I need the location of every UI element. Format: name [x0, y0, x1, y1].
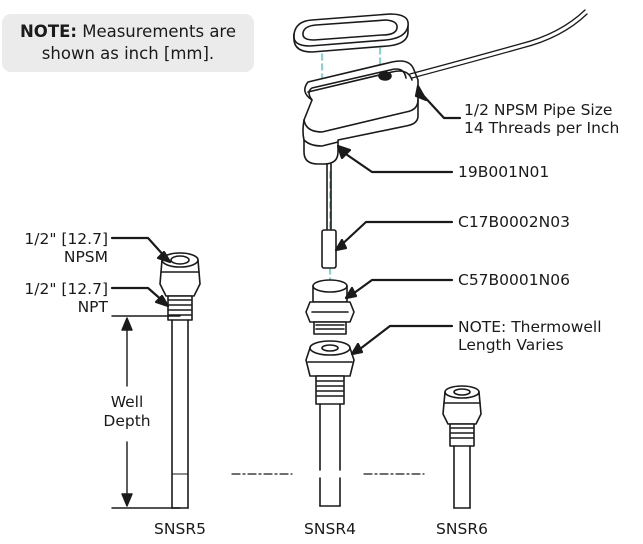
thermowell-snsr6 [442, 385, 482, 509]
callout-thermowell-line-2: Length Varies [458, 336, 564, 354]
part-label-snsr5: SNSR5 [154, 520, 206, 538]
thermowell-snsr5 [159, 252, 201, 509]
note-line-2: shown as inch [mm]. [41, 44, 215, 63]
callout-pipe-size-line-2: 14 Threads per Inch [464, 119, 620, 137]
measurement-note: NOTE: Measurements are shown as inch [mm… [2, 14, 254, 72]
npsm-dimension: 1/2" [12.7] NPSM [8, 230, 108, 266]
callout-housing: 19B001N01 [458, 163, 550, 181]
callout-pipe-size-line-1: 1/2 NPSM Pipe Size [464, 101, 613, 119]
well-depth-line-2: Depth [103, 412, 151, 430]
leader-lines [110, 84, 462, 356]
sensor-housing [302, 9, 588, 165]
callout-pipe-size: 1/2 NPSM Pipe Size 14 Threads per Inch [464, 101, 619, 137]
well-depth-dimension [111, 315, 181, 509]
callout-thermowell-note: NOTE: Thermowell Length Varies [458, 318, 602, 354]
part-label-snsr4: SNSR4 [304, 520, 356, 538]
note-prefix: NOTE: [19, 22, 77, 41]
well-depth-label: Well Depth [97, 393, 157, 431]
callout-thermowell-line-1: NOTE: Thermowell [458, 318, 602, 336]
cover-gasket [293, 13, 409, 53]
callout-fitting: C57B0001N06 [458, 271, 570, 289]
npt-dimension: 1/2" [12.7] NPT [8, 280, 108, 316]
probe [321, 163, 337, 269]
well-depth-line-1: Well [110, 393, 144, 411]
npt-label: NPT [77, 298, 108, 316]
npsm-size: 1/2" [12.7] [24, 230, 108, 248]
callout-probe: C17B0002N03 [458, 213, 570, 231]
part-label-snsr6: SNSR6 [436, 520, 488, 538]
note-line-1: Measurements are [82, 22, 237, 41]
npt-size: 1/2" [12.7] [24, 280, 108, 298]
npsm-label: NPSM [63, 248, 108, 266]
thermowell-snsr4 [305, 340, 355, 507]
compression-fitting [305, 279, 355, 335]
